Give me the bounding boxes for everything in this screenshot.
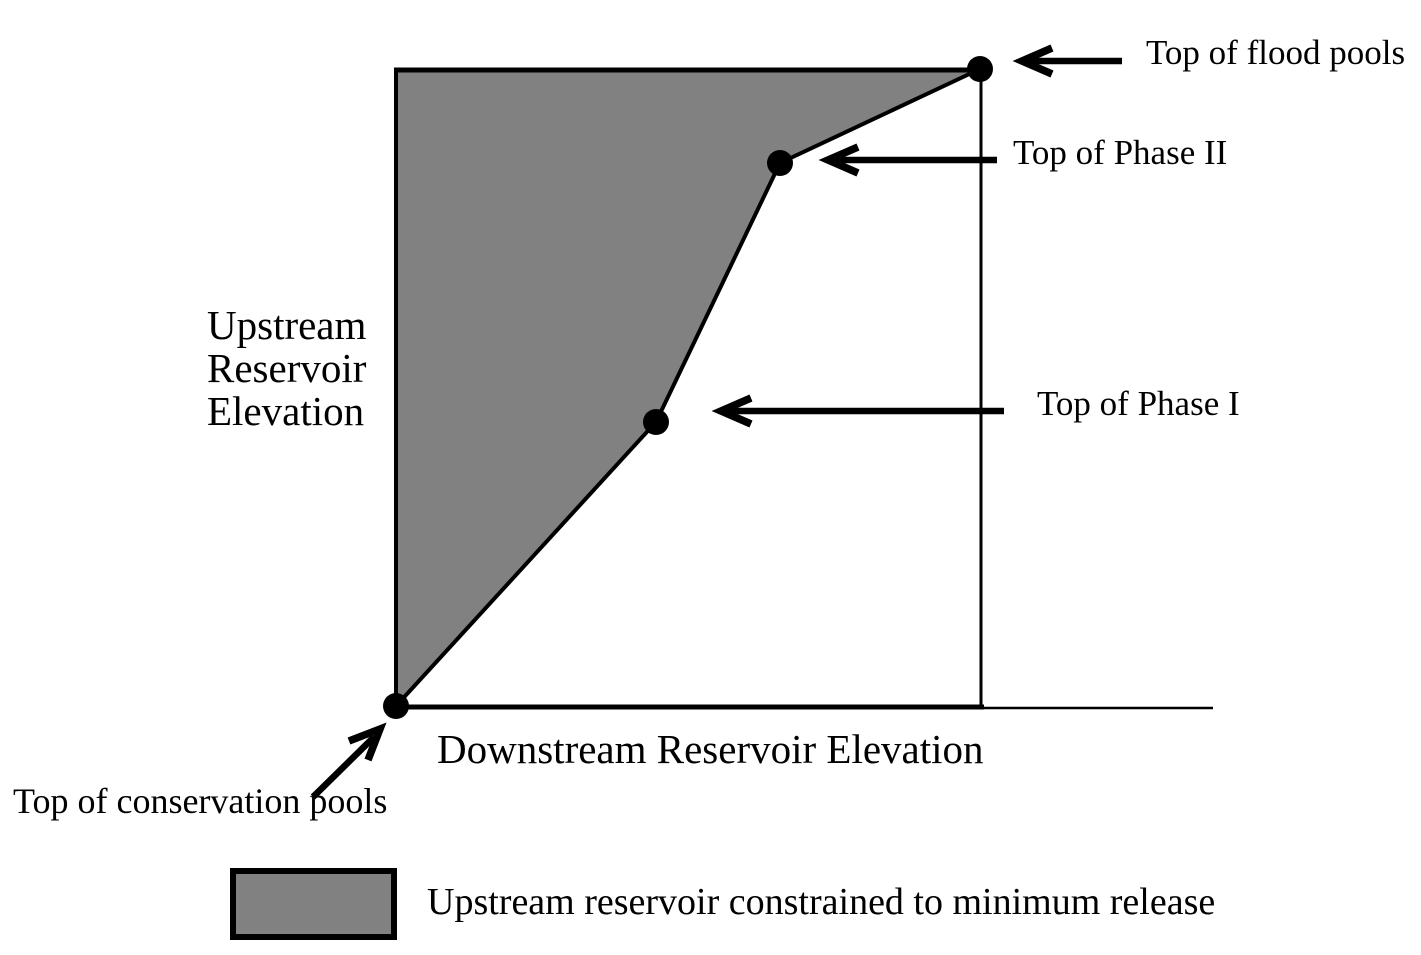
point-top-of-phase-2 <box>767 150 793 176</box>
x-axis-label: Downstream Reservoir Elevation <box>437 726 984 772</box>
flood-pools-arrowhead-icon <box>1012 44 1054 78</box>
callout-phase-1: Top of Phase I <box>1037 384 1240 423</box>
phase-1-arrow <box>711 394 1004 428</box>
point-top-of-flood-pools <box>967 56 993 82</box>
legend-swatch <box>230 868 397 940</box>
callout-conservation-pools: Top of conservation pools <box>13 781 388 821</box>
pool-elevation-curve <box>394 67 981 708</box>
conservation-pools-arrowhead-icon <box>347 722 387 762</box>
legend-label: Upstream reservoir constrained to minimu… <box>427 881 1216 923</box>
y-axis-label: Upstream Reservoir Elevation <box>207 304 366 433</box>
constrained-region-fill <box>396 70 980 706</box>
phase-2-arrow <box>818 143 997 177</box>
callout-phase-2: Top of Phase II <box>1013 133 1228 172</box>
flood-pools-arrow <box>1012 44 1122 78</box>
curve-points <box>383 56 993 719</box>
point-top-of-phase-1 <box>643 409 669 435</box>
conservation-pools-arrow <box>310 722 387 800</box>
phase-2-arrowhead-icon <box>818 143 860 177</box>
y-axis-label-line-2: Reservoir <box>207 345 367 391</box>
point-top-of-conservation-pools <box>383 693 409 719</box>
y-axis-label-line-3: Elevation <box>207 388 365 434</box>
phase-1-arrowhead-icon <box>711 394 753 428</box>
callout-flood-pools: Top of flood pools <box>1146 33 1406 72</box>
y-axis-label-line-1: Upstream <box>207 302 367 348</box>
